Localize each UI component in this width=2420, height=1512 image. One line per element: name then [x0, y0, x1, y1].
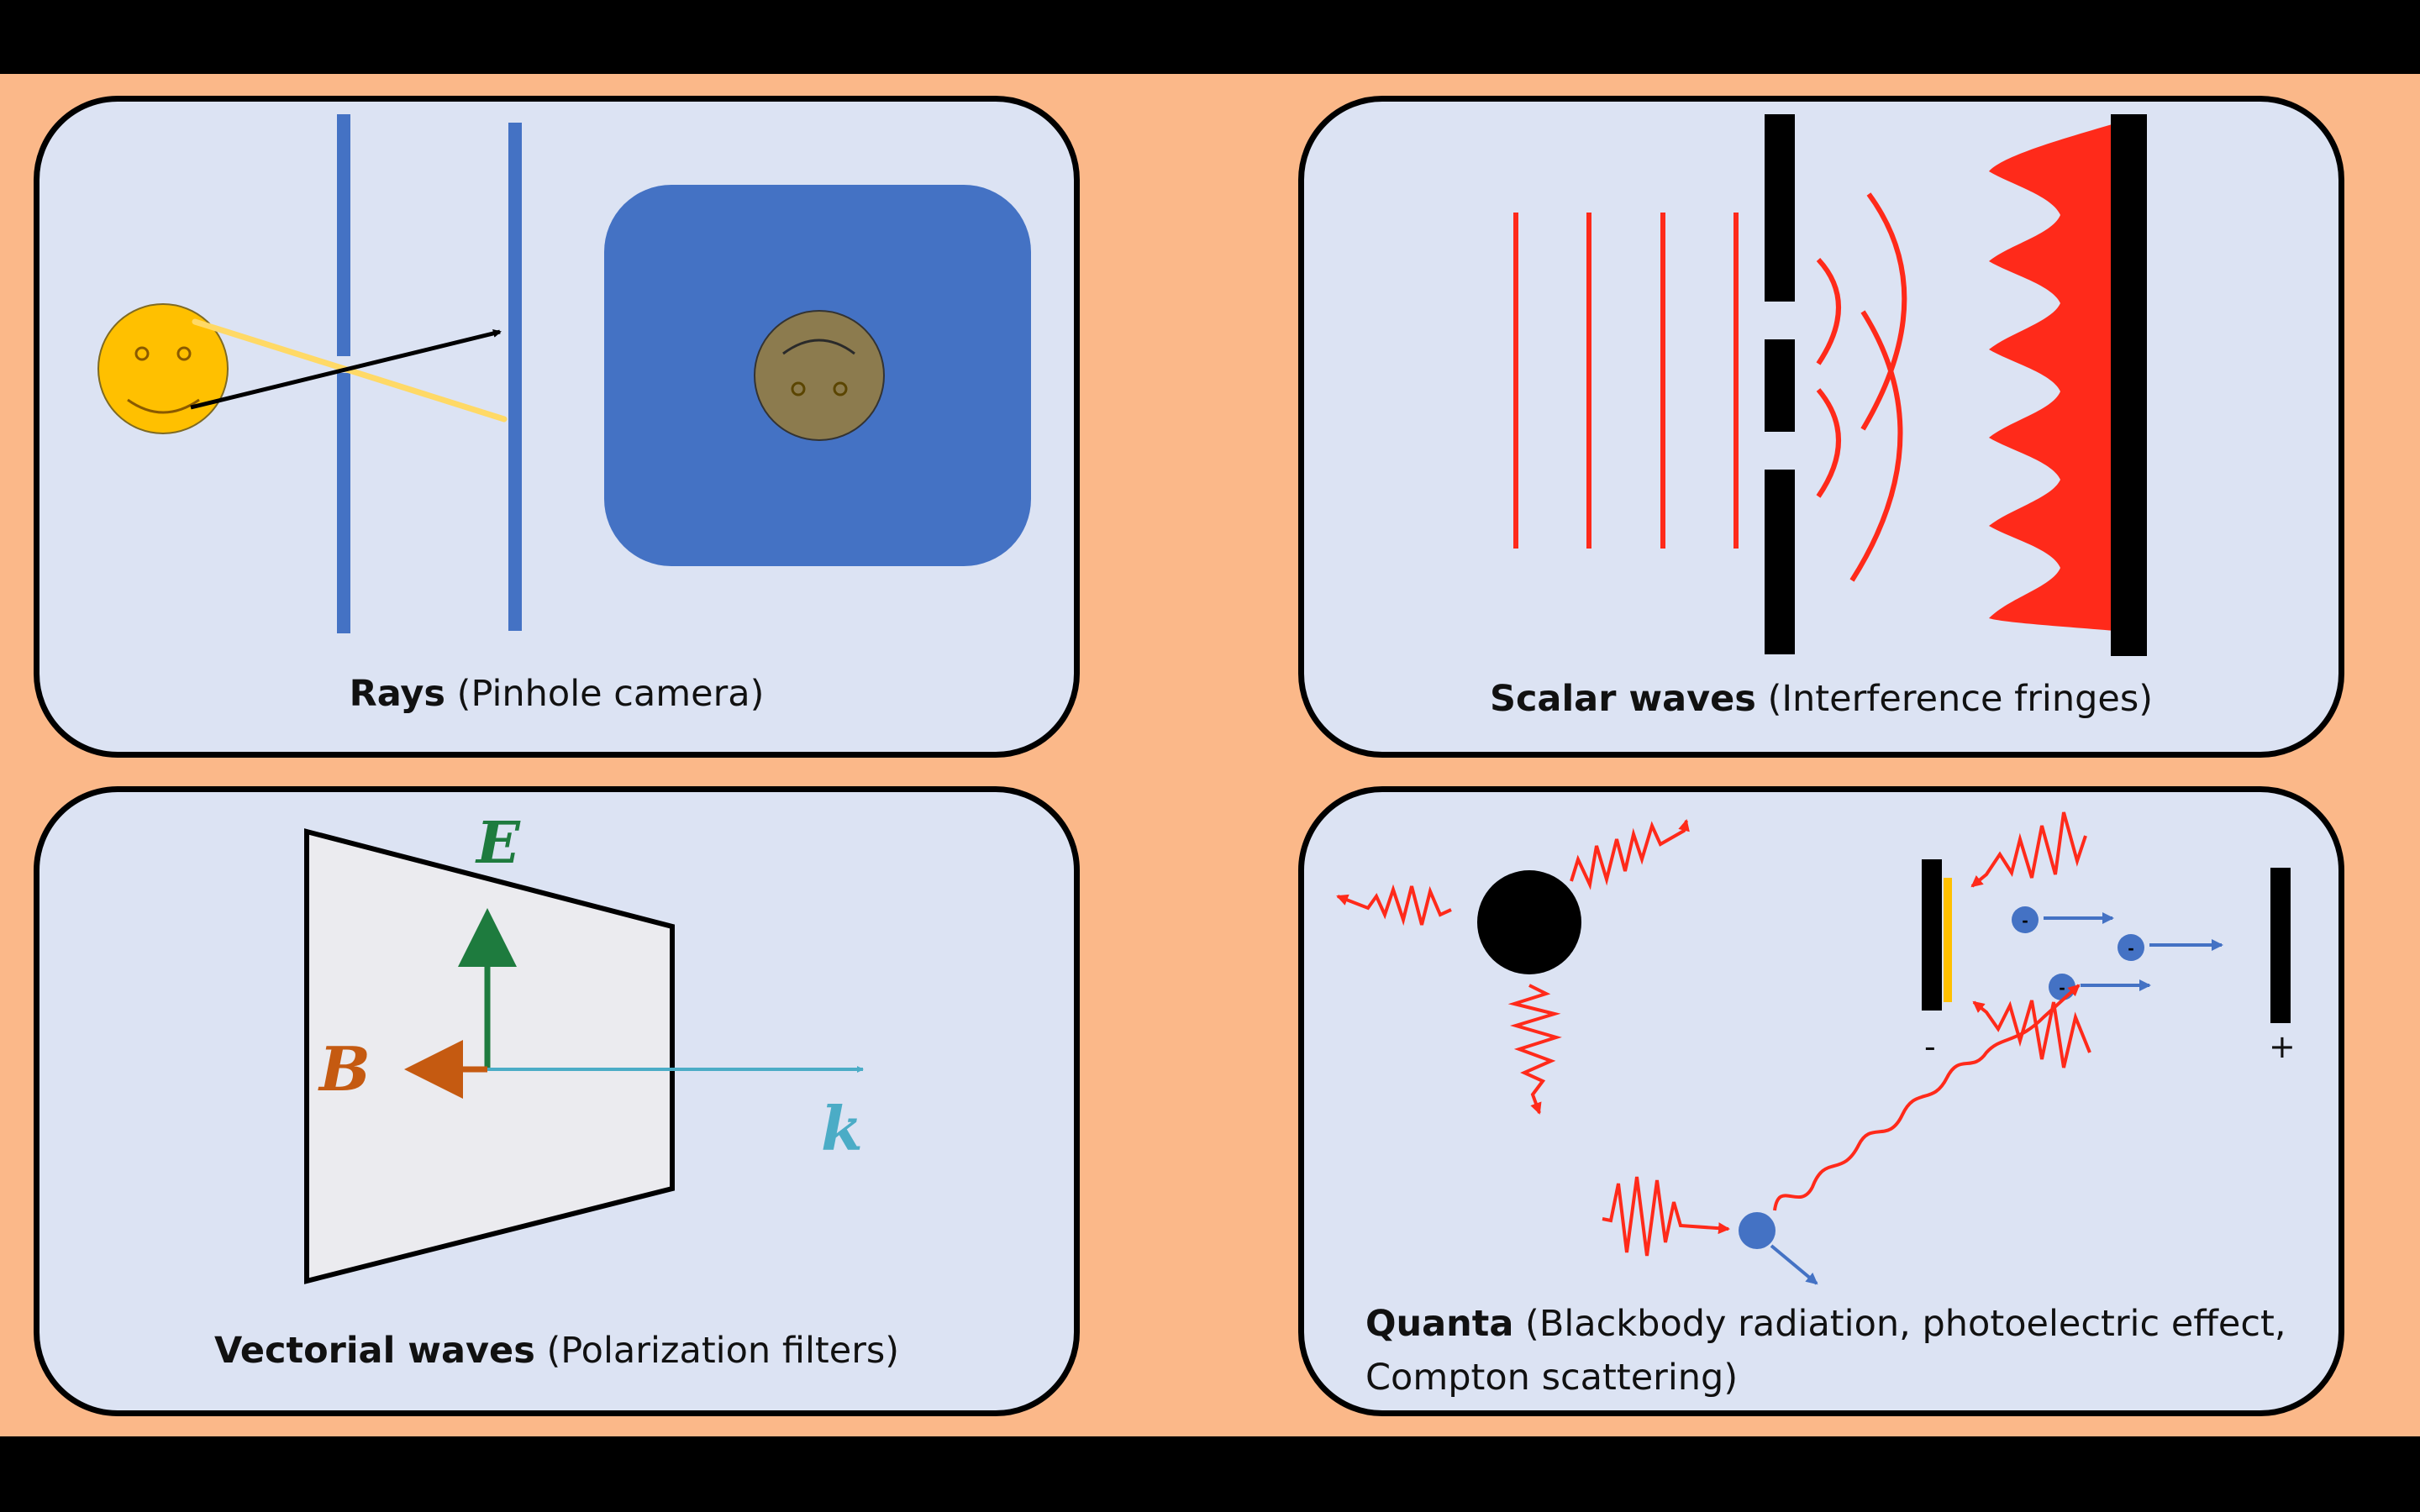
emitted-electron: -	[2049, 974, 2151, 1000]
detection-screen	[2111, 114, 2147, 656]
electron-symbol: -	[2059, 977, 2065, 998]
anode-sign: +	[2269, 1028, 2296, 1065]
inverted-smiley-image	[754, 310, 885, 441]
interference-diagram	[1513, 114, 2147, 656]
caption-vectorial-bold: Vectorial waves	[213, 1330, 535, 1372]
image-plane	[508, 123, 522, 631]
photon-wave-top	[1570, 819, 1690, 890]
caption-quanta-rest: (Blackbody radiation, photoelectric effe…	[1513, 1303, 2286, 1345]
photon-wave-left	[1336, 884, 1452, 927]
photon-wave-incident	[1602, 1176, 1730, 1257]
photon-wave-incoming-top	[1970, 811, 2087, 888]
polarization-diagram: E B k	[304, 810, 864, 1284]
caption-quanta: Quanta (Blackbody radiation, photoelectr…	[1365, 1303, 2286, 1347]
anode-plate	[2270, 868, 2291, 1023]
circular-wavefronts	[1816, 192, 1907, 582]
caption-scalar-rest: (Interference fringes)	[1755, 678, 2154, 720]
cathode-sign: -	[1924, 1028, 1936, 1065]
quanta-diagram: - + - - -	[1336, 811, 2296, 1285]
photon-wave-bottom	[1507, 984, 1562, 1115]
pinhole-plate	[337, 114, 350, 633]
panel-vectorial-waves: E B k Vectorial waves (Polarization filt…	[34, 786, 1080, 1416]
emitted-electron: -	[2012, 906, 2114, 933]
caption-quanta-line2-text: Compton scattering)	[1365, 1357, 1739, 1399]
caption-quanta-line2: Compton scattering)	[1365, 1357, 1738, 1400]
smiley-object	[97, 303, 229, 434]
panel-rays: Rays (Pinhole camera)	[34, 96, 1080, 758]
electron-symbol: -	[2128, 937, 2133, 958]
photon-wave-incoming-bottom	[1972, 1000, 2091, 1068]
pinhole-camera-diagram	[97, 114, 1031, 633]
scattering-electron	[1739, 1212, 1776, 1249]
caption-rays-rest: (Pinhole camera)	[445, 673, 765, 715]
electron-symbol: -	[2022, 910, 2028, 931]
caption-vectorial-rest: (Polarization filters)	[534, 1330, 900, 1372]
emitted-electron: -	[2118, 934, 2223, 961]
panel-scalar-waves: Scalar waves (Interference fringes)	[1298, 96, 2344, 758]
caption-scalar-bold: Scalar waves	[1489, 678, 1756, 720]
cathode-coating	[1944, 878, 1952, 1002]
label-b: B	[318, 1033, 371, 1105]
interference-fringes	[1989, 123, 2115, 631]
light-ray-black	[190, 329, 502, 410]
plane-wavefronts	[1513, 213, 1739, 549]
recoil-electron-arrow	[1770, 1244, 1818, 1285]
caption-vectorial-waves: Vectorial waves (Polarization filters)	[39, 1330, 1074, 1373]
label-k: k	[821, 1093, 863, 1164]
slide: Rays (Pinhole camera)	[0, 74, 2420, 1436]
label-e: E	[475, 810, 521, 877]
caption-rays-bold: Rays	[349, 673, 446, 715]
caption-quanta-bold: Quanta	[1365, 1303, 1514, 1345]
photon-wave-scattered	[1773, 984, 2081, 1211]
blackbody-sphere	[1477, 870, 1581, 974]
panel-quanta: - + - - -	[1298, 786, 2344, 1416]
caption-scalar-waves: Scalar waves (Interference fringes)	[1304, 678, 2338, 722]
double-slit-barrier	[1765, 114, 1795, 654]
cathode-plate	[1922, 859, 1942, 1011]
caption-rays: Rays (Pinhole camera)	[39, 673, 1074, 717]
